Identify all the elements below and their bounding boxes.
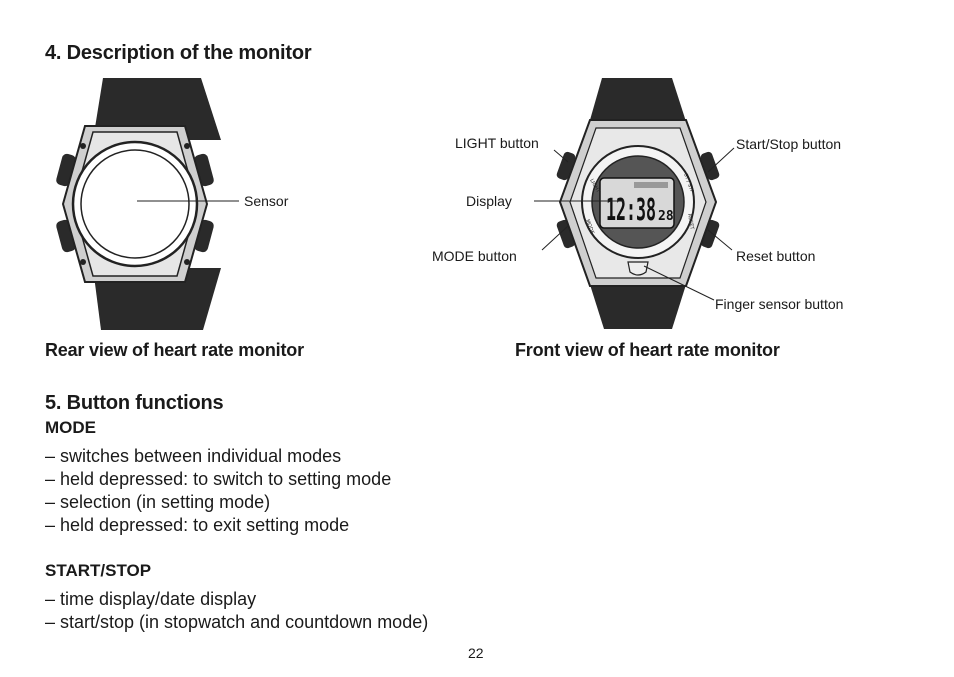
section-title-description: 4. Description of the monitor bbox=[45, 42, 312, 64]
list-item: – held depressed: to exit setting mode bbox=[45, 515, 350, 535]
front-reset-button bbox=[700, 219, 720, 249]
display-seconds: 28 bbox=[658, 209, 674, 224]
startstop-function-list: – time display/date display – start/stop… bbox=[45, 588, 428, 634]
list-item: – time display/date display bbox=[45, 589, 257, 609]
bezel-mode-text: MODE bbox=[584, 219, 595, 235]
screw bbox=[80, 259, 86, 265]
section-title-button-functions: 5. Button functions bbox=[45, 392, 224, 414]
leader-light bbox=[553, 149, 569, 163]
screw bbox=[184, 143, 190, 149]
label-light-button: LIGHT button bbox=[455, 135, 539, 151]
label-finger-sensor-button: Finger sensor button bbox=[715, 296, 844, 312]
screw bbox=[184, 259, 190, 265]
label-display: Display bbox=[466, 193, 512, 209]
display-lcd bbox=[599, 177, 675, 229]
list-item: – held depressed: to switch to setting m… bbox=[45, 469, 392, 489]
front-mode-button bbox=[556, 219, 576, 249]
leader-mode bbox=[541, 225, 569, 251]
display-time: 12:38 bbox=[606, 193, 656, 228]
label-reset-button: Reset button bbox=[736, 248, 816, 264]
label-mode-button: MODE button bbox=[432, 248, 517, 264]
page-number: 22 bbox=[468, 645, 484, 661]
list-item: – switches between individual modes bbox=[45, 446, 342, 466]
leader-reset bbox=[707, 229, 733, 251]
rear-strap-top bbox=[93, 78, 221, 140]
bezel-reset-text: RESET bbox=[686, 213, 695, 231]
leader-startstop bbox=[707, 147, 735, 173]
label-sensor: Sensor bbox=[244, 193, 289, 209]
mode-heading: MODE bbox=[45, 418, 96, 437]
front-view-illustration: 12:38 28 LIGHT MODE ST / STP RESET bbox=[534, 78, 735, 329]
rear-strap-bottom bbox=[93, 268, 221, 330]
screw bbox=[80, 143, 86, 149]
list-item: – selection (in setting mode) bbox=[45, 492, 271, 512]
front-view-caption: Front view of heart rate monitor bbox=[515, 340, 780, 360]
finger-sensor bbox=[627, 261, 649, 276]
startstop-heading: START/STOP bbox=[45, 561, 152, 580]
front-startstop-button bbox=[700, 151, 720, 181]
list-item: – start/stop (in stopwatch and countdown… bbox=[45, 612, 429, 632]
rear-view-illustration bbox=[56, 78, 239, 330]
leader-finger bbox=[643, 265, 715, 301]
label-startstop-button: Start/Stop button bbox=[736, 136, 842, 152]
front-light-button bbox=[556, 151, 576, 181]
mode-function-list: – switches between individual modes – he… bbox=[45, 445, 391, 537]
rear-view-caption: Rear view of heart rate monitor bbox=[45, 340, 304, 360]
